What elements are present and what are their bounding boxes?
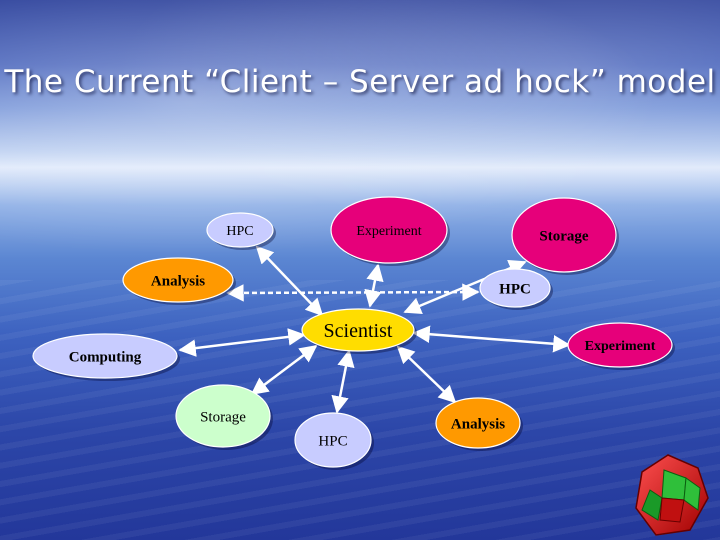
node-ellipse xyxy=(32,333,178,379)
node-ellipse xyxy=(511,197,617,273)
node-computing: Computing xyxy=(32,333,180,381)
node-ellipse xyxy=(122,257,234,303)
node-label: Analysis xyxy=(451,416,505,432)
edge-analysis-1-hpc-2 xyxy=(226,283,480,302)
node-experiment-2: Experiment xyxy=(567,322,675,370)
node-analysis-2: Analysis xyxy=(435,397,523,451)
node-storage-2: Storage xyxy=(175,384,273,450)
edges-layer xyxy=(178,245,571,414)
node-hpc-3: HPC xyxy=(294,412,374,470)
node-ellipse xyxy=(567,322,673,368)
node-experiment-1: Experiment xyxy=(330,196,450,266)
node-label: HPC xyxy=(318,433,347,449)
node-label: Experiment xyxy=(356,224,421,239)
node-ellipse xyxy=(175,384,271,448)
edge-scientist-hpc-1 xyxy=(255,245,324,317)
node-label: HPC xyxy=(499,281,531,297)
node-hpc-1: HPC xyxy=(206,212,276,250)
node-ellipse xyxy=(479,268,551,308)
node-label: Storage xyxy=(539,228,588,244)
node-label: Analysis xyxy=(151,273,205,289)
node-label: HPC xyxy=(226,224,253,239)
decorative-gem-icon xyxy=(635,454,709,536)
edge-scientist-storage-2 xyxy=(250,344,318,396)
node-ellipse xyxy=(206,212,274,248)
node-ellipse xyxy=(435,397,521,449)
node-label: Experiment xyxy=(585,339,656,354)
node-ellipse xyxy=(301,308,415,352)
node-label: Scientist xyxy=(324,320,393,342)
edge-scientist-experiment-2 xyxy=(412,325,571,353)
node-storage-1: Storage xyxy=(511,197,619,275)
node-scientist: Scientist xyxy=(301,308,417,354)
node-label: Computing xyxy=(69,349,142,365)
edge-scientist-computing xyxy=(178,328,306,357)
node-ellipse xyxy=(294,412,372,468)
node-analysis-1: Analysis xyxy=(122,257,236,305)
slide-title: The Current “Client – Server ad hock” mo… xyxy=(4,64,716,100)
edge-scientist-hpc-3 xyxy=(331,349,355,414)
node-label: Storage xyxy=(200,409,246,425)
edge-scientist-experiment-1 xyxy=(364,263,384,308)
node-ellipse xyxy=(330,196,448,264)
edge-scientist-analysis-2 xyxy=(396,345,457,404)
node-hpc-2: HPC xyxy=(479,268,553,310)
